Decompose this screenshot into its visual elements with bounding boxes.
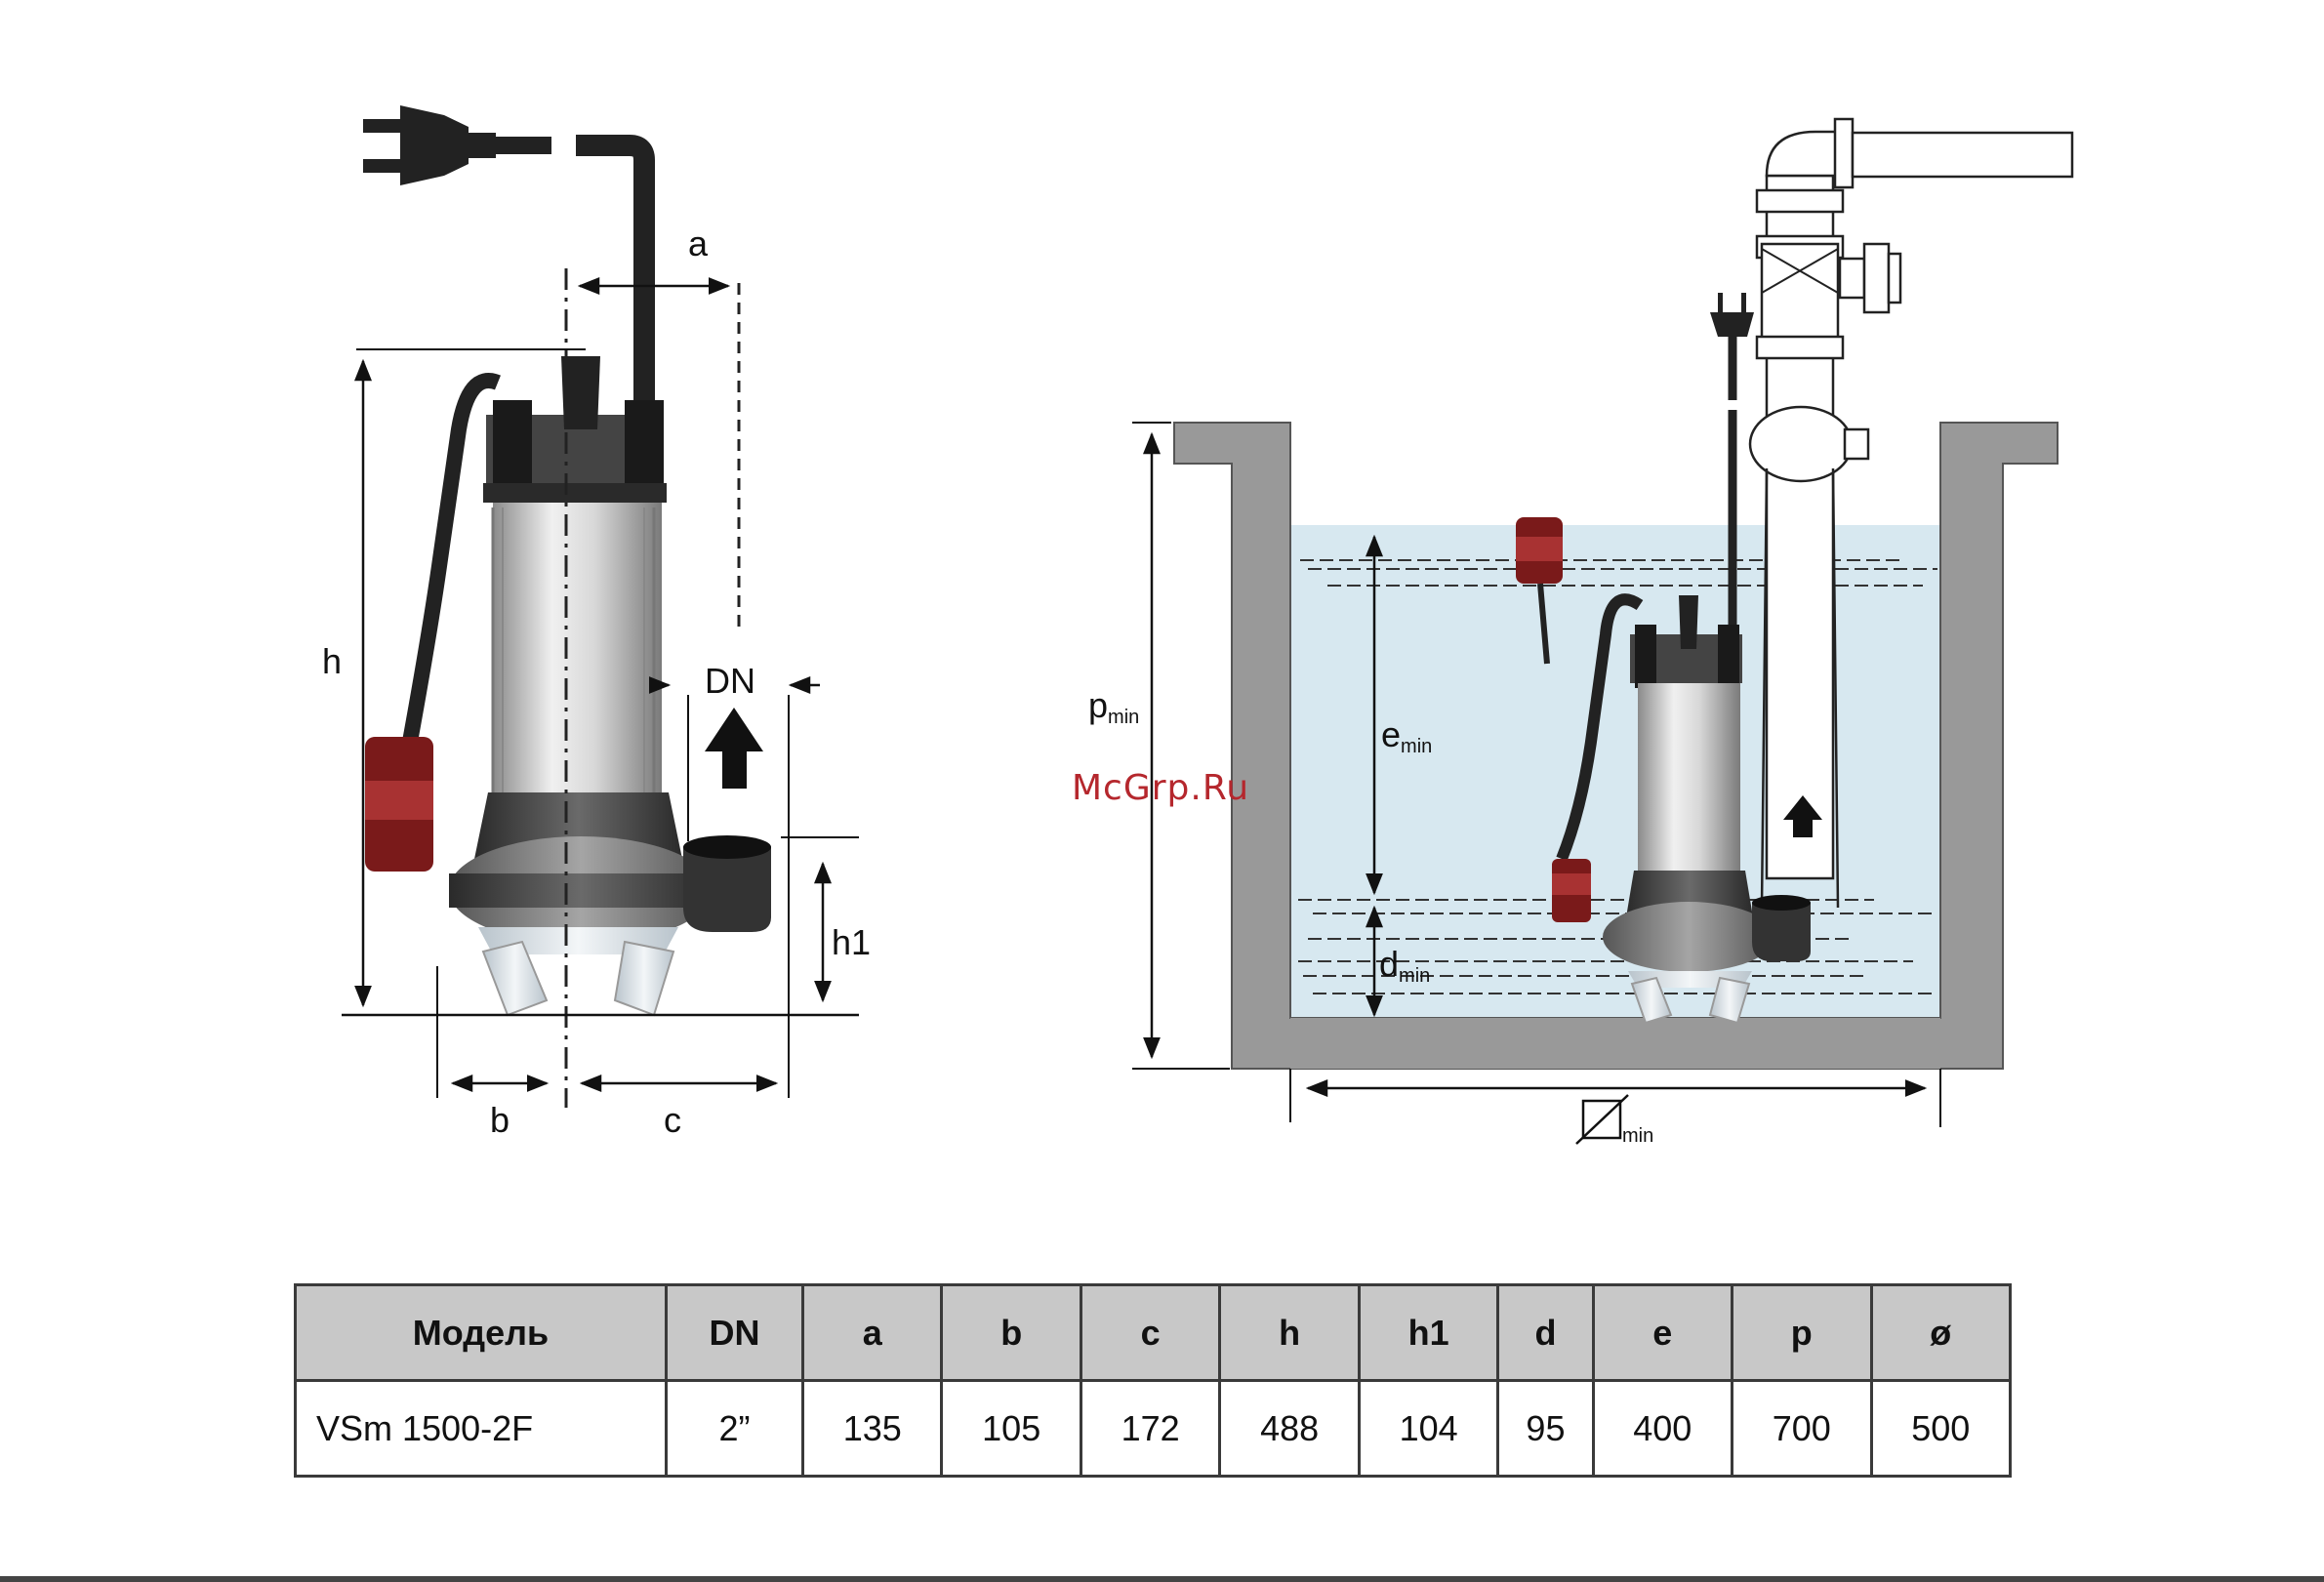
table-cell: 95: [1498, 1381, 1593, 1477]
table-header-cell: b: [942, 1285, 1080, 1381]
dim-label-b: b: [490, 1100, 510, 1140]
watermark: McGrp.Ru: [1072, 768, 1249, 808]
table-header-cell: a: [803, 1285, 942, 1381]
table-cell: 400: [1593, 1381, 1732, 1477]
table-header-cell: c: [1080, 1285, 1219, 1381]
table-header-cell: Модель: [296, 1285, 667, 1381]
table-cell: 2”: [667, 1381, 803, 1477]
dim-label-dn: DN: [705, 661, 755, 701]
table-cell: 172: [1080, 1381, 1219, 1477]
diameter-icon: [1576, 1095, 1628, 1144]
table-cell: 500: [1871, 1381, 2011, 1477]
dim-label-a: a: [688, 223, 709, 264]
table-cell-model: VSm 1500-2F: [296, 1381, 667, 1477]
table-header-row: Модель DN a b c h h1 d e p ø: [296, 1285, 2011, 1381]
table-cell: 135: [803, 1381, 942, 1477]
label-p-min: pmin: [1088, 685, 1139, 728]
pump-dimension-drawing: a h DN h1 b c: [322, 105, 871, 1140]
table-header-cell: d: [1498, 1285, 1593, 1381]
table-cell: 700: [1733, 1381, 1871, 1477]
dim-label-h: h: [322, 641, 342, 681]
table-header-cell: ø: [1871, 1285, 2011, 1381]
bottom-rule: [0, 1576, 2324, 1582]
dim-label-h1: h1: [832, 922, 871, 962]
table-cell: 104: [1359, 1381, 1497, 1477]
table-header-cell: DN: [667, 1285, 803, 1381]
table-header-cell: h1: [1359, 1285, 1497, 1381]
technical-drawing: a h DN h1 b c: [0, 0, 2324, 1269]
dim-label-c: c: [664, 1100, 681, 1140]
table-header-cell: e: [1593, 1285, 1732, 1381]
installation-drawing: pmin emin dmin min: [1088, 119, 2072, 1147]
label-dia-min: min: [1622, 1125, 1653, 1147]
plug-icon: [363, 105, 551, 185]
table-cell: 105: [942, 1381, 1080, 1477]
table-header-cell: h: [1220, 1285, 1359, 1381]
table-header-cell: p: [1733, 1285, 1871, 1381]
table-row: VSm 1500-2F 2” 135 105 172 488 104 95 40…: [296, 1381, 2011, 1477]
table-cell: 488: [1220, 1381, 1359, 1477]
spec-table: Модель DN a b c h h1 d e p ø VSm 1500-2F…: [294, 1283, 2012, 1478]
